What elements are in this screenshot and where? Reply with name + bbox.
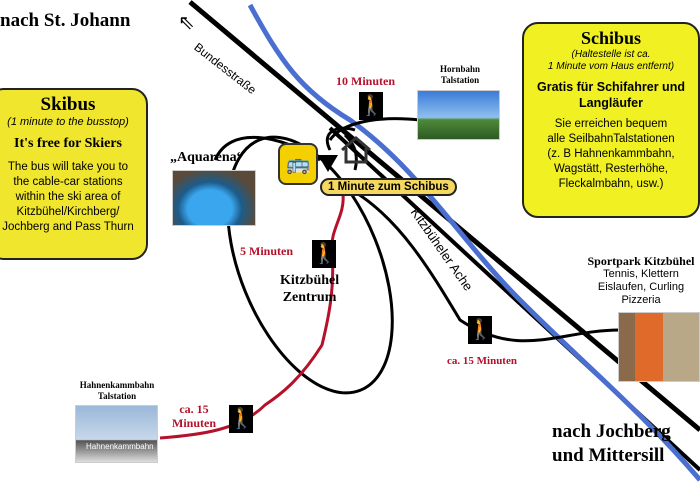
body-line: alle SeilbahnTalstationen (547, 133, 675, 145)
zentrum-ellipse (226, 135, 394, 395)
arrow-up-left-icon: ⇖ (178, 12, 195, 34)
subtitle: (Haltestelle ist ca. (571, 49, 651, 60)
bus-stop-label: 1 Minute zum Schibus (320, 178, 457, 196)
house-icon (341, 136, 371, 164)
arrow-down-icon (318, 155, 338, 172)
subtitle: 1 Minute vom Haus entfernt) (547, 61, 675, 72)
pedestrian-icon: 🚶 (312, 240, 337, 268)
river (247, 3, 700, 482)
body-line: Fleckalmbahn, usw.) (558, 178, 664, 190)
pedestrian-icon: 🚶 (229, 405, 254, 433)
headline: Langläufer (579, 96, 643, 110)
body-line: (z. B Hahnenkammbahn, (547, 148, 675, 160)
body-line: Kitzbühel/Kirchberg/ (16, 206, 120, 218)
body-line: Jochberg and Pass Thurn (2, 221, 134, 233)
headline: It's free for Skiers (14, 136, 122, 151)
body-line: Sie erreichen bequem (554, 118, 668, 130)
path-loop (326, 126, 358, 171)
path-hornbahn (328, 117, 421, 141)
body-line: Wagstätt, Resterhöhe, (554, 163, 668, 175)
sportpark-info: Sportpark Kitzbühel Tennis, Klettern Eis… (587, 254, 695, 306)
path-sportpark (354, 190, 621, 343)
skibus-info-en: Skibus (1 minute to the busstop) It's fr… (0, 88, 148, 260)
walk-time-sportpark: ca. 15 Minuten (447, 355, 517, 367)
title: Skibus (40, 94, 96, 115)
hahnenkamm-sign: Hahnenkammbahn (86, 442, 154, 451)
schibus-info-de: Schibus (Haltestelle ist ca.1 Minute vom… (522, 22, 700, 218)
body-line: the cable-car stations (13, 176, 123, 188)
walk-time-zentrum: 5 Minuten (240, 244, 294, 258)
sportpark-photo (618, 312, 700, 382)
walk-time-hornbahn: 10 Minuten (336, 74, 396, 88)
body-line: within the ski area of (15, 191, 121, 203)
pedestrian-icon: 🚶 (468, 316, 493, 344)
pedestrian-icon: 🚶 (359, 92, 384, 120)
bus-icon: 🚌 (278, 143, 318, 185)
aquarena-label: „Aquarena“ (170, 150, 244, 165)
hahnenkamm-photo: Hahnenkammbahn (75, 405, 158, 463)
title: Schibus (580, 28, 642, 48)
aquarena-photo (172, 170, 256, 226)
subtitle: (1 minute to the busstop) (7, 116, 129, 128)
body-line: The bus will take you to (7, 161, 129, 173)
direction-st-johann: nach St. Johann (0, 10, 131, 31)
headline: Gratis für Schifahrer und (537, 80, 685, 94)
hornbahn-photo (417, 90, 500, 140)
